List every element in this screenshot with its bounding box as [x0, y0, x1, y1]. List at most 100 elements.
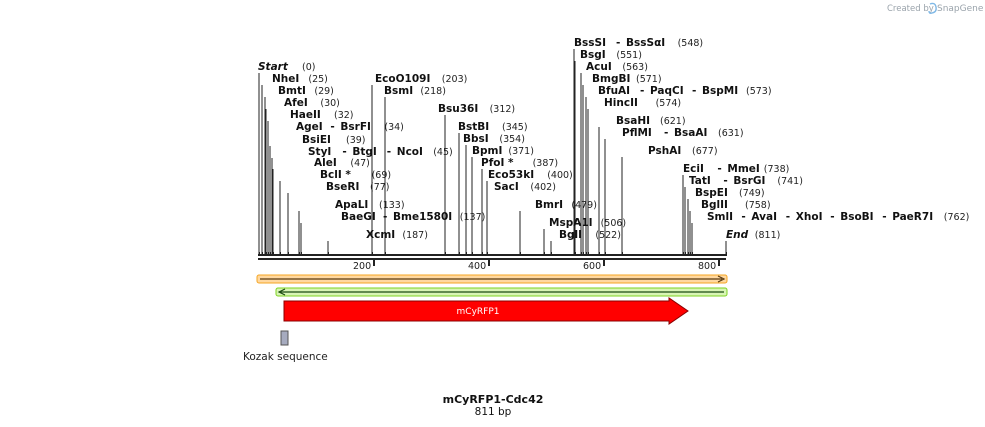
enzyme-label-eco53ki[interactable]: Eco53kI(400) [488, 169, 573, 181]
enzyme-label-bpmi[interactable]: BpmI(371) [472, 145, 534, 157]
enzyme-label-bfuai[interactable]: BfuAI-PaqCI-BspMI(573) [598, 85, 772, 97]
orange-feature-bar[interactable] [256, 274, 728, 284]
enzyme-label-xcmi[interactable]: XcmI(187) [366, 229, 428, 241]
enzyme-label-bsu36i[interactable]: Bsu36I(312) [438, 103, 515, 115]
enzyme-label-ecii[interactable]: EciI-MmeI(738) [683, 163, 789, 175]
enzyme-label-bmgbi[interactable]: BmgBI(571) [592, 73, 662, 85]
enzyme-label-styi[interactable]: StyI-BtgI-NcoI(45) [308, 146, 453, 158]
backbone-top-strand [258, 254, 726, 256]
enzyme-label-hincii[interactable]: HincII(574) [604, 97, 681, 109]
cut-site-mark [327, 252, 329, 256]
enzyme-position: (47) [350, 158, 370, 169]
kozak-feature-box[interactable] [280, 330, 289, 346]
enzyme-label-baegi[interactable]: BaeGI-Bme1580I(137) [341, 211, 485, 223]
enzyme-label-bbsi[interactable]: BbsI(354) [463, 133, 525, 145]
enzyme-label-saci[interactable]: SacI(402) [494, 181, 556, 193]
enzyme-label-bstbi[interactable]: BstBI(345) [458, 121, 528, 133]
enzyme-label-bsahi[interactable]: BsaHI(621) [616, 115, 686, 127]
enzyme-name: BmgBI [592, 73, 630, 85]
enzyme-label-nhei[interactable]: NheI(25) [272, 73, 328, 85]
enzyme-separator: - [664, 127, 668, 139]
enzyme-separator: - [692, 85, 696, 97]
enzyme-name: SmlI [707, 211, 733, 223]
enzyme-name: Start [258, 61, 289, 73]
enzyme-position: (522) [595, 230, 621, 241]
enzyme-label-bsgi[interactable]: BsgI(551) [580, 49, 642, 61]
credit-brand: SnapGene [937, 4, 984, 14]
enzyme-name: BsmI [384, 85, 413, 97]
enzyme-label-pshai[interactable]: PshAI(677) [648, 145, 718, 157]
enzyme-label-bseri[interactable]: BseRI(77) [326, 181, 390, 193]
enzyme-label-bsssi[interactable]: BssSI-BssSαI(548) [574, 37, 703, 49]
enzyme-position: (39) [346, 135, 366, 146]
enzyme-position: (312) [490, 104, 516, 115]
cut-site-mark [272, 252, 274, 256]
enzyme-name: PfoI * [481, 157, 514, 169]
enzyme-name: BsiEI [302, 134, 331, 146]
cut-site-mark [264, 252, 266, 256]
enzyme-separator: - [387, 146, 391, 158]
enzyme-name: TatI [689, 175, 711, 187]
enzyme-label-bcli[interactable]: BclI *(69) [320, 169, 391, 181]
ruler-tick-label: 200 [353, 261, 371, 272]
cut-site-mark [689, 252, 691, 256]
enzyme-label-end[interactable]: End(811) [726, 229, 780, 241]
enzyme-label-bmri[interactable]: BmrI(479) [535, 199, 597, 211]
mcyrfp1-feature-arrow[interactable]: mCyRFP1 [283, 297, 689, 325]
enzyme-label-bmti[interactable]: BmtI(29) [278, 85, 334, 97]
enzyme-position: (402) [530, 182, 556, 193]
credit-prefix: Created by [887, 4, 934, 14]
enzyme-separator: - [717, 163, 721, 175]
enzyme-position: (506) [601, 218, 627, 229]
snapgene-logo-icon [928, 2, 937, 14]
enzyme-label-haeii[interactable]: HaeII(32) [290, 109, 354, 121]
enzyme-name: HincII [604, 97, 638, 109]
green-feature-bar[interactable] [275, 287, 728, 297]
enzyme-name: XcmI [366, 229, 395, 241]
cut-site-mark [258, 252, 260, 256]
enzyme-label-acui[interactable]: AcuI(563) [586, 61, 648, 73]
cut-site-mark [481, 252, 483, 256]
enzyme-name: AcuI [586, 61, 612, 73]
enzyme-label-mspa1i[interactable]: MspA1I(506) [549, 217, 626, 229]
enzyme-position: (749) [739, 188, 765, 199]
enzyme-label-start[interactable]: Start(0) [258, 61, 315, 73]
cut-site-mark [587, 252, 589, 256]
enzyme-label-pfoi[interactable]: PfoI *(387) [481, 157, 558, 169]
enzyme-name: BstBI [458, 121, 489, 133]
enzyme-label-smli[interactable]: SmlI-AvaI-XhoI-BsoBI-PaeR7I(762) [707, 211, 969, 223]
ruler-tick-label: 400 [468, 261, 486, 272]
kozak-label: Kozak sequence [243, 351, 328, 363]
enzyme-label-ecoo109i[interactable]: EcoO109I(203) [375, 73, 467, 85]
enzyme-label-agei[interactable]: AgeI-BsrFI(34) [296, 121, 404, 133]
enzyme-label-bsiei[interactable]: BsiEI (39) [302, 134, 366, 146]
enzyme-label-bsmi[interactable]: BsmI(218) [384, 85, 446, 97]
cut-site-mark [682, 252, 684, 256]
enzyme-leader-lines [258, 49, 727, 254]
enzyme-name: BmrI [535, 199, 563, 211]
enzyme-label-alei[interactable]: AleI (47) [314, 157, 370, 169]
enzyme-name: BbsI [463, 133, 489, 145]
enzyme-label-apali[interactable]: ApaLI(133) [335, 199, 405, 211]
enzyme-label-bspei[interactable]: BspEI (749) [695, 187, 765, 199]
cut-site-mark [458, 252, 460, 256]
enzyme-label-tati[interactable]: TatI-BsrGI(741) [689, 175, 803, 187]
enzyme-label-bgli[interactable]: BglI(522) [559, 229, 621, 241]
enzyme-name: BsrFI [340, 121, 371, 133]
cut-site-mark [573, 252, 575, 256]
enzyme-name: BspEI [695, 187, 728, 199]
enzyme-separator: - [616, 37, 620, 49]
enzyme-name: BpmI [472, 145, 502, 157]
enzyme-name: Bme1580I [393, 211, 452, 223]
enzyme-name: AleI [314, 157, 337, 169]
ruler-tick-label: 800 [698, 261, 716, 272]
enzyme-position: (400) [547, 170, 573, 181]
mcyrfp1-label: mCyRFP1 [457, 307, 500, 317]
enzyme-label-pflmi[interactable]: PflMI-BsaAI(631) [622, 127, 744, 139]
cut-site-mark [287, 252, 289, 256]
cut-site-mark [585, 252, 587, 256]
enzyme-label-bglii[interactable]: BglII(758) [701, 199, 771, 211]
enzyme-label-afei[interactable]: AfeI(30) [284, 97, 340, 109]
enzyme-position: (30) [320, 98, 340, 109]
